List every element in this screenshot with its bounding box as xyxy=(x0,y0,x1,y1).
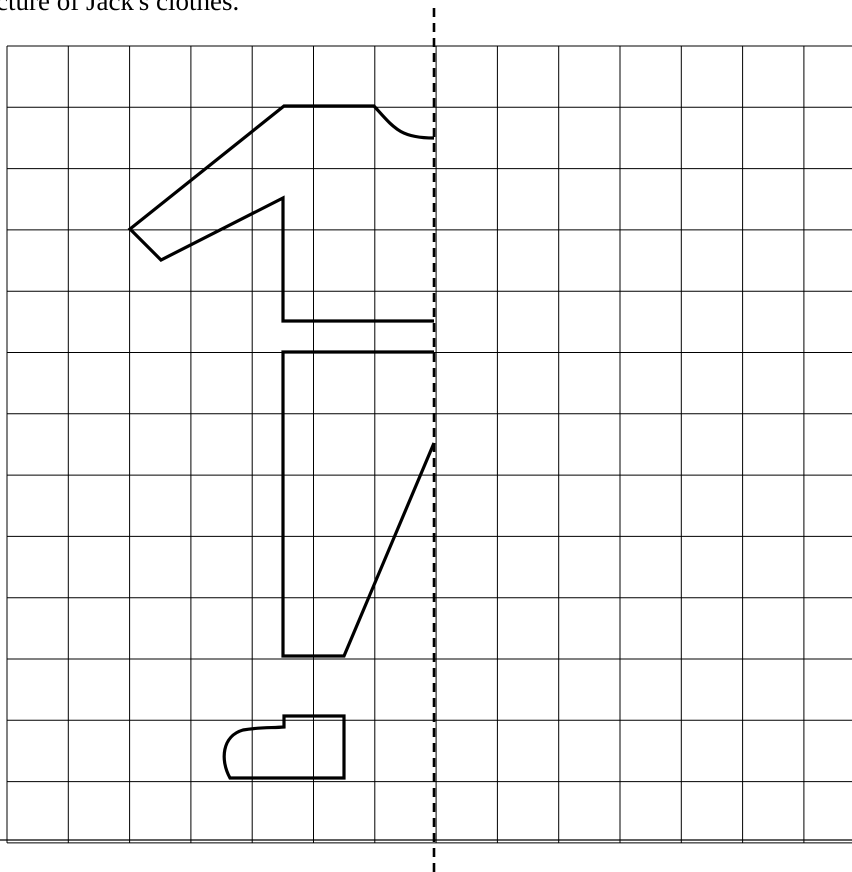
grid xyxy=(7,46,852,843)
shirt-half-shape xyxy=(130,106,434,321)
trousers-half-shape xyxy=(283,352,434,656)
shoe-shape xyxy=(224,716,344,778)
